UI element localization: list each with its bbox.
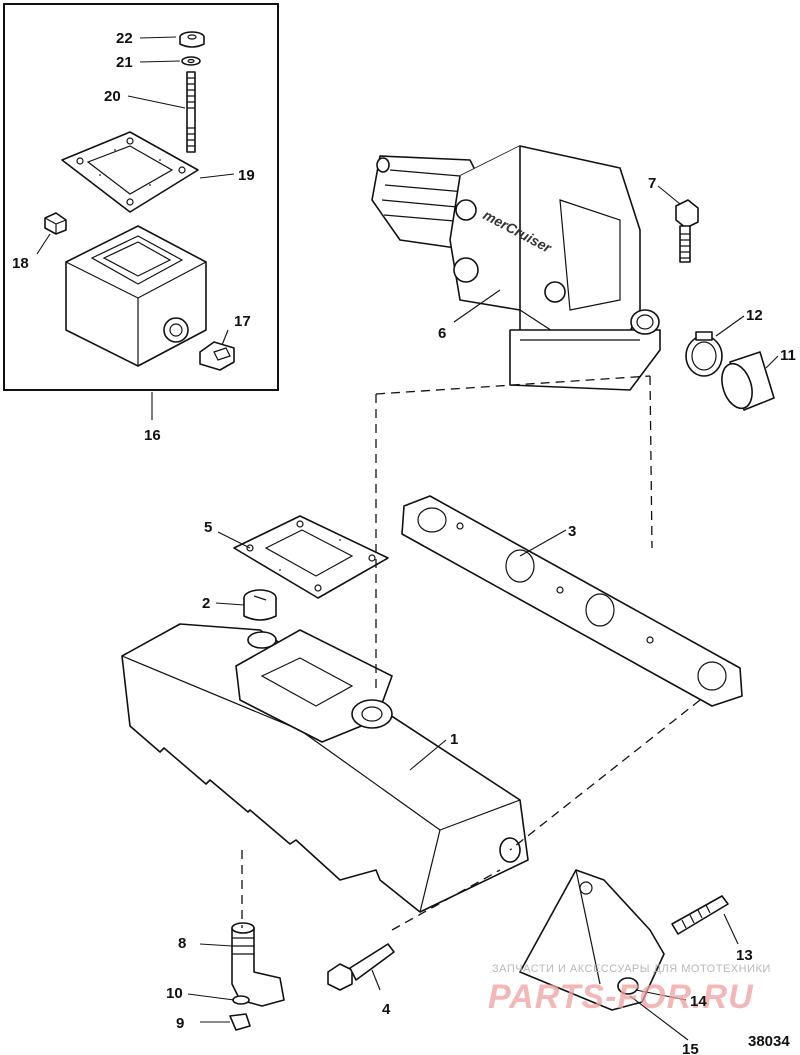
watermark-caption: ЗАПЧАСТИ И АКСЕССУАРЫ ДЛЯ МОТОТЕХНИКИ (492, 963, 771, 975)
callout-3: 3 (568, 523, 576, 540)
part-17-plug (199, 341, 235, 371)
watermark-logo: PARTS-FOR.RU (488, 978, 754, 1016)
callout-6: 6 (438, 325, 446, 342)
assembly-line-4 (509, 699, 701, 851)
callout-5: 5 (204, 519, 212, 536)
part-4-bolt (327, 943, 395, 991)
callout-11: 11 (780, 347, 796, 364)
part-12-hose-clamp (685, 331, 723, 377)
part-21-washer (181, 56, 201, 66)
callout-12: 12 (746, 307, 763, 324)
callout-4: 4 (382, 1001, 391, 1018)
callout-15: 15 (682, 1041, 699, 1055)
callout-8: 8 (178, 935, 186, 952)
assembly-line-2 (375, 375, 651, 395)
reference-number: 38034 (748, 1033, 790, 1050)
callout-20: 20 (104, 88, 121, 105)
part-3-gasket (401, 495, 743, 707)
part-11-sleeve (721, 351, 775, 411)
part-7-bolt (675, 199, 699, 263)
part-1-exhaust-manifold (121, 623, 529, 913)
callout-21: 21 (116, 54, 133, 71)
part-5-gasket (233, 515, 389, 599)
callout-1: 1 (450, 731, 458, 748)
part-9-drain-plug (200, 1013, 251, 1031)
callout-2: 2 (202, 595, 210, 612)
part-20-stud (186, 71, 196, 153)
assembly-line-6 (391, 869, 501, 931)
part-14-bracket (519, 869, 665, 1011)
callout-10: 10 (166, 985, 183, 1002)
callout-22: 22 (116, 30, 133, 47)
callout-7: 7 (648, 175, 656, 192)
inset-frame (3, 3, 279, 391)
part-2-plug (243, 589, 277, 621)
riser-block (65, 225, 207, 367)
callout-14: 14 (690, 993, 707, 1010)
part-8-elbow-fitting (231, 922, 285, 1007)
part-6-exhaust-elbow (371, 145, 661, 391)
callout-17: 17 (234, 313, 251, 330)
part-13-stud (671, 895, 729, 935)
callout-9: 9 (176, 1015, 184, 1032)
callout-13: 13 (736, 947, 753, 964)
part-18-plug (44, 212, 67, 235)
part-22-nut (179, 31, 205, 48)
part-10-o-ring (232, 995, 250, 1005)
callout-16: 16 (144, 427, 161, 444)
callout-18: 18 (12, 255, 29, 272)
part-19-gasket (61, 131, 199, 213)
assembly-line-3 (649, 375, 653, 549)
callout-19: 19 (238, 167, 255, 184)
